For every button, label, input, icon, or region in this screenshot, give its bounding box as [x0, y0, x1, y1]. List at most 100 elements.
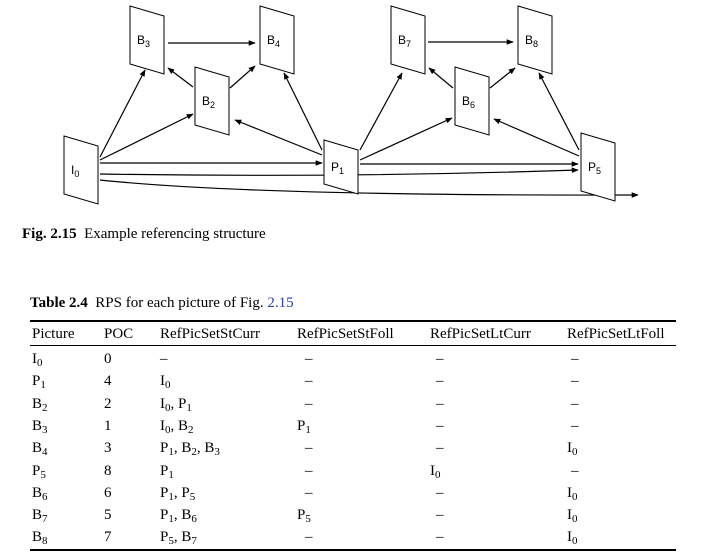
node-b3-frame [129, 5, 165, 75]
header-refpicsetltcurr: RefPicSetLtCurr [430, 326, 531, 342]
figure-caption-text: Example referencing structure [84, 226, 266, 242]
edge-i0-b3 [99, 69, 146, 158]
row-2-refpicsetltcurr: – [436, 373, 444, 390]
header-refpicsetstcurr: RefPicSetStCurr [160, 326, 260, 342]
node-p1-frame [323, 139, 359, 195]
row-1-refpicsetltfoll: – [571, 351, 579, 367]
row-4-refpicsetltfoll: – [571, 417, 579, 434]
node-i0-subscript: 0 [74, 169, 79, 179]
row-6-refpicsetltcurr: I0 [430, 462, 441, 481]
row-4-refpicsetstfoll: P1 [297, 417, 311, 436]
figure-caption: Fig. 2.15 Example referencing structure [22, 226, 266, 243]
node-i0: I0 [63, 135, 99, 205]
edge-i0-b2 [99, 113, 194, 161]
row-7-picture: B6 [32, 484, 48, 503]
row-9-picture: B8 [32, 529, 48, 548]
header-picture: Picture [32, 326, 75, 342]
row-3-refpicsetstcurr: I0, P1 [160, 395, 192, 414]
row-4-picture: B3 [32, 417, 48, 436]
row-5-refpicsetltfoll: I0 [567, 440, 578, 459]
node-b8-frame [517, 5, 553, 75]
row-7-refpicsetltfoll: I0 [567, 484, 578, 503]
row-2-poc: 4 [104, 373, 112, 390]
row-9-refpicsetstcurr: P5, B7 [160, 529, 197, 548]
figure-caption-label: Fig. 2.15 [22, 226, 77, 242]
edge-b6-b8 [489, 67, 516, 89]
row-2-refpicsetstcurr: I0 [160, 373, 171, 392]
node-b3-subscript: 3 [145, 39, 150, 49]
node-b6: B6 [454, 66, 490, 136]
row-3-poc: 2 [104, 395, 112, 412]
node-b6-frame [454, 66, 490, 136]
table-header-rule [30, 345, 676, 346]
edge-b2-b4 [229, 65, 256, 89]
row-3-refpicsetstfoll: – [305, 395, 313, 412]
node-p5: P5 [580, 132, 616, 202]
node-i0-frame [63, 135, 99, 205]
row-6-poc: 8 [104, 462, 112, 479]
node-b4: B4 [259, 5, 295, 75]
edge-p1-b7 [359, 72, 403, 151]
row-6-picture: P5 [32, 462, 46, 481]
row-3-picture: B2 [32, 395, 48, 414]
row-1-picture: I0 [32, 351, 43, 369]
row-6-refpicsetstcurr: P1 [160, 462, 174, 481]
row-5-refpicsetltcurr: – [436, 440, 444, 457]
edge-i0-next [99, 179, 639, 198]
row-7-refpicsetltcurr: – [436, 484, 444, 501]
edge-p1-b2 [234, 119, 323, 156]
node-b6-subscript: 6 [470, 100, 475, 110]
table-caption: Table 2.4 RPS for each picture of Fig. 2… [30, 295, 294, 312]
row-7-refpicsetstcurr: P1, P5 [160, 484, 196, 503]
row-9-refpicsetltcurr: – [436, 529, 444, 546]
row-2-picture: P1 [32, 373, 46, 392]
node-b7: B7 [390, 5, 426, 75]
edge-b2-b3 [167, 67, 194, 88]
row-3-refpicsetltfoll: – [571, 395, 579, 412]
node-b4-frame [259, 5, 295, 75]
node-b3: B3 [129, 5, 165, 75]
node-p5-frame [580, 132, 616, 202]
row-8-refpicsetltcurr: – [436, 507, 444, 524]
edge-p1-b4 [283, 72, 323, 151]
row-8-poc: 5 [104, 507, 112, 524]
row-2-refpicsetstfoll: – [305, 373, 313, 390]
edge-b6-b7 [428, 67, 454, 89]
header-refpicsetltfoll: RefPicSetLtFoll [567, 326, 665, 342]
table-bottom-rule [30, 549, 676, 551]
row-7-refpicsetstfoll: – [305, 484, 313, 501]
edge-p1-b6 [359, 117, 453, 161]
node-b4-subscript: 4 [275, 39, 280, 49]
node-b7-subscript: 7 [406, 39, 411, 49]
header-poc: POC [104, 326, 134, 342]
node-i0-label: I0 [71, 163, 79, 179]
row-7-poc: 6 [104, 484, 112, 501]
row-5-picture: B4 [32, 440, 48, 459]
row-5-poc: 3 [104, 440, 112, 457]
node-b8: B8 [517, 5, 553, 75]
node-b2-subscript: 2 [210, 100, 215, 110]
node-p1: P1 [323, 139, 359, 195]
row-1-poc: 0 [104, 351, 112, 367]
edge-p5-b8 [538, 72, 580, 151]
row-8-refpicsetstfoll: P5 [297, 507, 311, 526]
header-refpicsetstfoll: RefPicSetStFoll [297, 326, 394, 342]
figure-reference-link[interactable]: 2.15 [267, 295, 294, 311]
node-p5-subscript: 5 [596, 166, 601, 176]
row-4-refpicsetltcurr: – [436, 417, 444, 434]
node-p1-subscript: 1 [339, 166, 344, 176]
node-b2-frame [194, 66, 230, 136]
row-2-refpicsetltfoll: – [571, 373, 579, 390]
node-b8-subscript: 8 [533, 39, 538, 49]
row-9-poc: 7 [104, 529, 112, 546]
node-b2: B2 [194, 66, 230, 136]
row-4-poc: 1 [104, 417, 112, 434]
row-6-refpicsetstfoll: – [305, 462, 313, 479]
table-caption-text: RPS for each picture of Fig. [95, 295, 264, 311]
row-1-refpicsetstcurr: – [160, 351, 168, 367]
row-5-refpicsetstcurr: P1, B2, B3 [160, 440, 220, 459]
table-caption-label: Table 2.4 [30, 295, 88, 311]
row-1-refpicsetstfoll: – [305, 351, 313, 367]
row-8-picture: B7 [32, 507, 48, 526]
